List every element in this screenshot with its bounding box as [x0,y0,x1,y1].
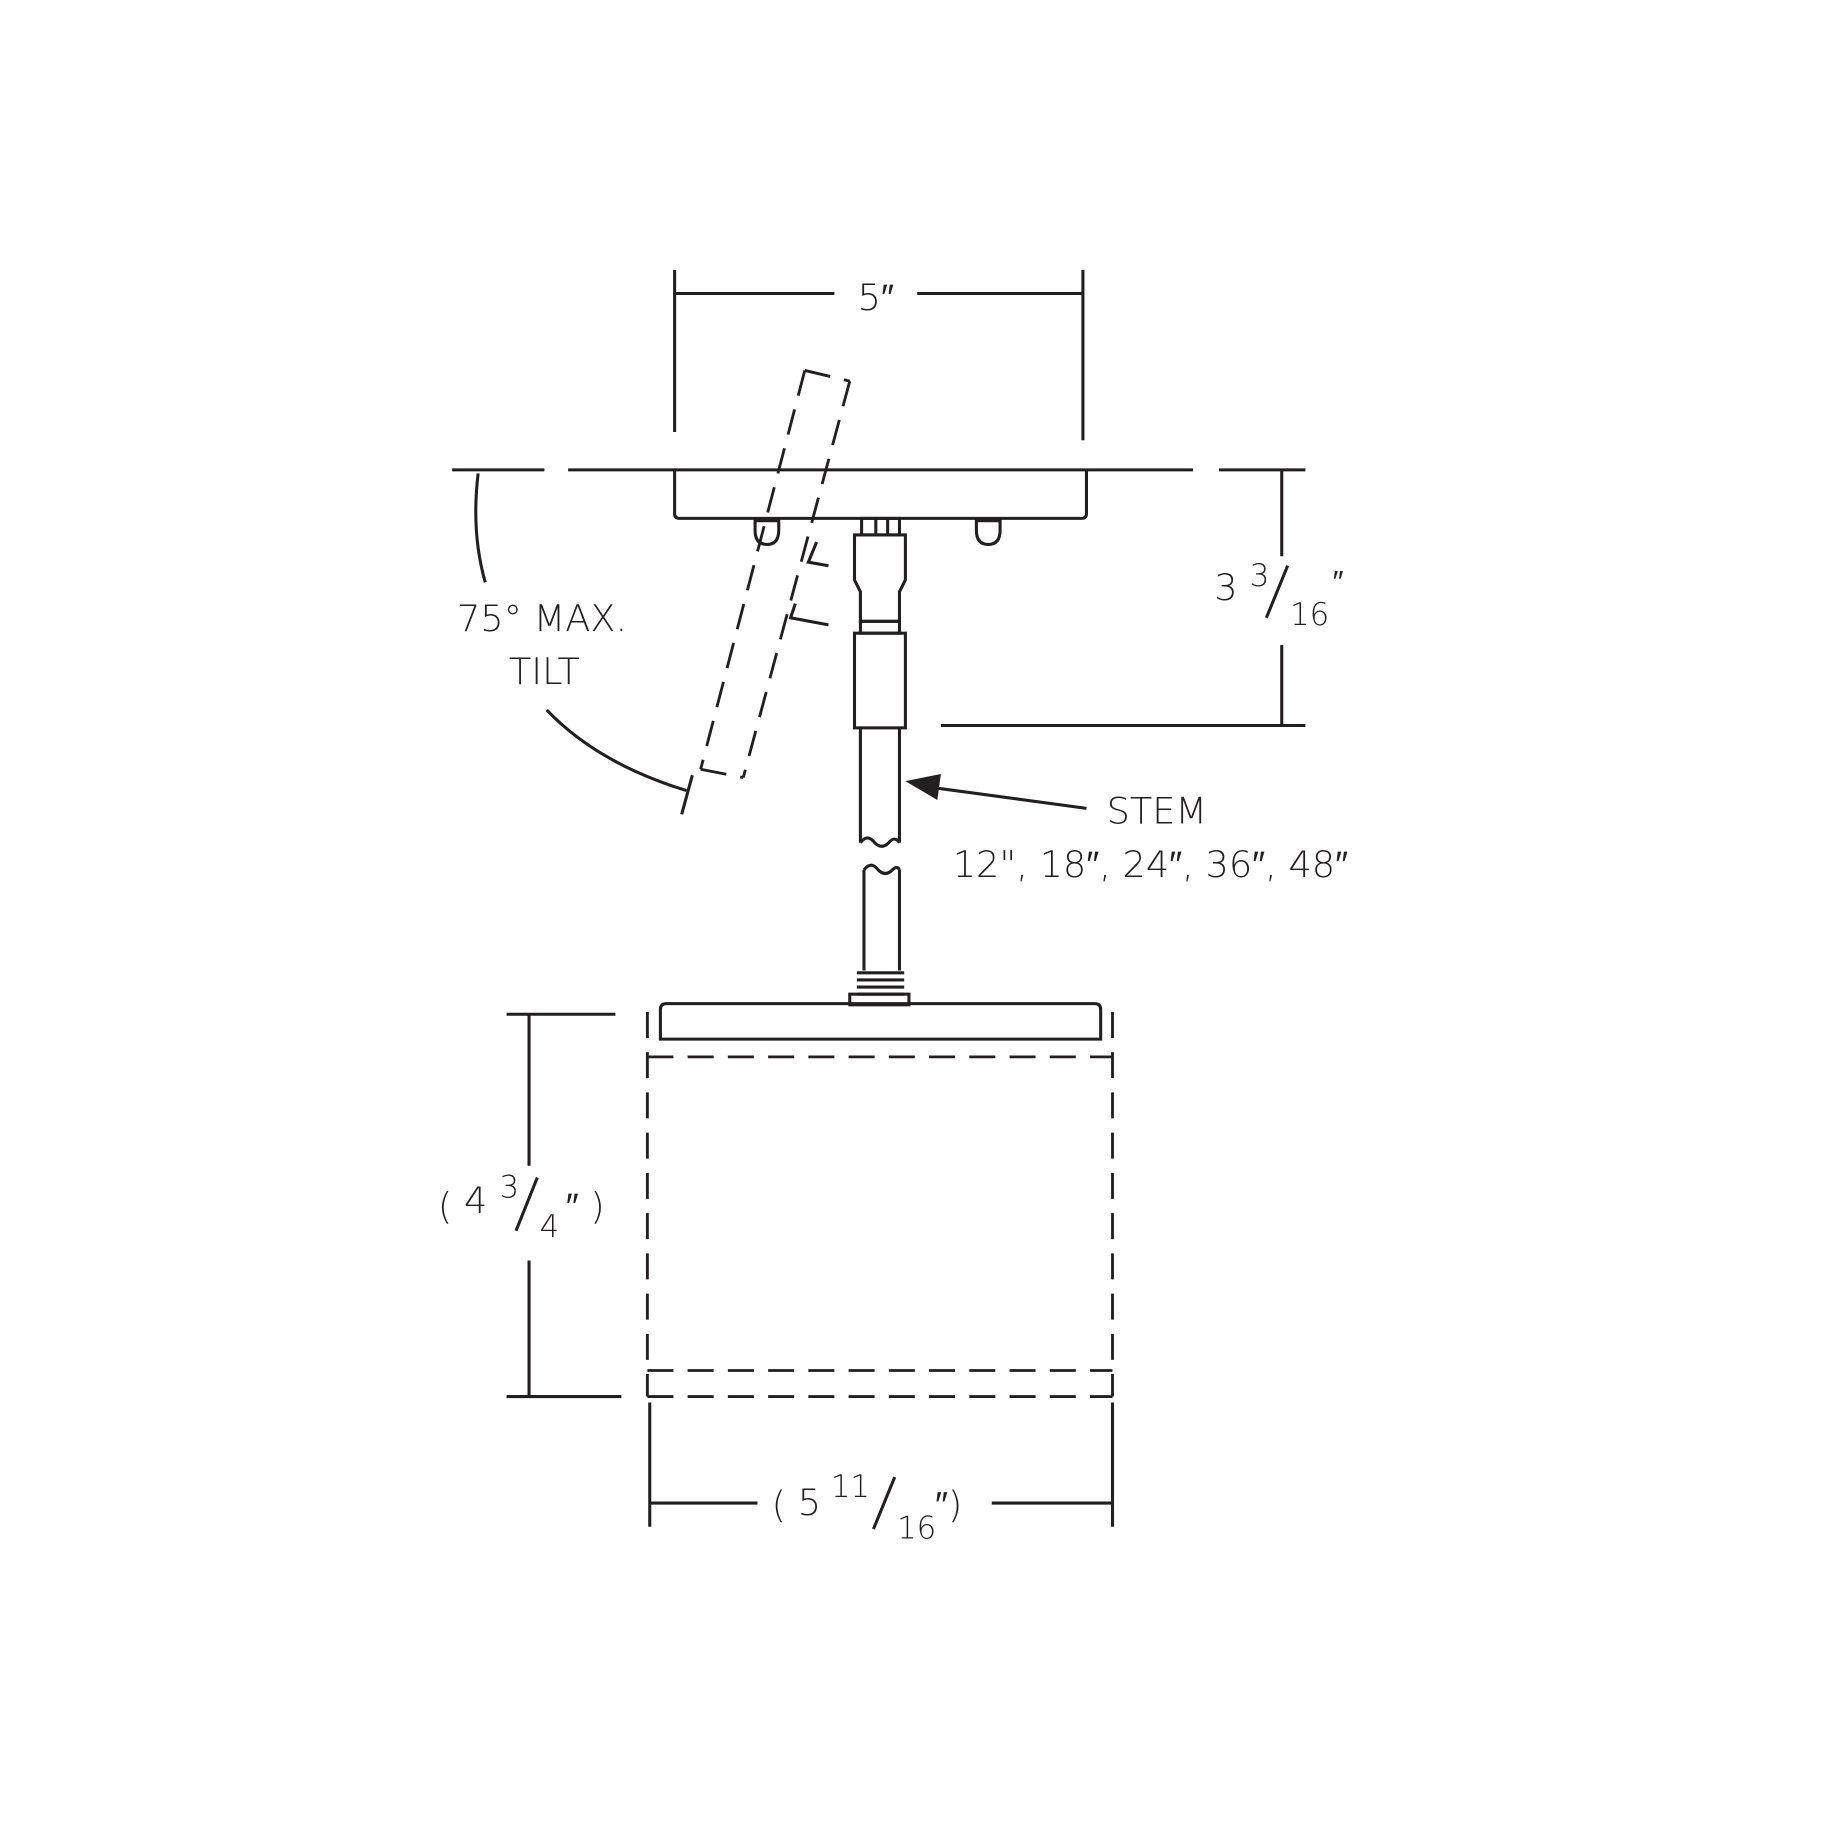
shade-width-dimension: ( 5 11 16 ″) [648,1402,1115,1547]
shade-height-close: ″ ) [566,1185,605,1228]
stem-label: STEM [1107,790,1208,833]
stem-thread [856,971,905,996]
tilt-label-line2: TILT [509,650,580,693]
tilt-angle-indicator: 75° MAX. TILT [457,473,694,815]
canopy-width-label: 5″ [858,276,894,319]
canopy-height-denominator: 16 [1290,597,1329,633]
stem [848,727,911,1007]
shade-height-denominator: 4 [540,1209,560,1245]
swivel-joint [852,516,907,730]
canopy-height-whole: 3 [1214,566,1237,609]
shade-top-plate [658,1002,1103,1041]
paren-open: ( [772,1483,786,1526]
paren-open: ( [438,1185,452,1228]
tilt-label-line1: 75° MAX. [457,597,627,640]
canopy [673,469,1089,520]
shade-height-dimension: ( 4 3 4 ″ ) [438,1012,622,1399]
shade-outline-dashed [645,1011,1114,1398]
shade-width-denominator: 16 [897,1511,936,1547]
shade-width-close: ″) [935,1483,962,1526]
canopy-height-unit: ″ [1333,564,1344,600]
tilted-stem-ghost [699,369,852,779]
shade-height-numerator: 3 [499,1170,519,1206]
canopy-height-numerator: 3 [1250,558,1270,594]
shade-width-whole: 5 [798,1481,821,1524]
shade-width-numerator: 11 [831,1469,870,1505]
canopy-screw [753,519,1002,546]
stem-callout: STEM 12", 18″, 24″, 36″, 48″ [905,774,1348,886]
canopy-width-dimension: 5″ [673,269,1085,441]
canopy-height-dimension: 3 3 16 ″ [940,469,1344,728]
shade-height-whole: 4 [464,1179,487,1222]
stem-lengths: 12", 18″, 24″, 36″, 48″ [953,843,1348,886]
